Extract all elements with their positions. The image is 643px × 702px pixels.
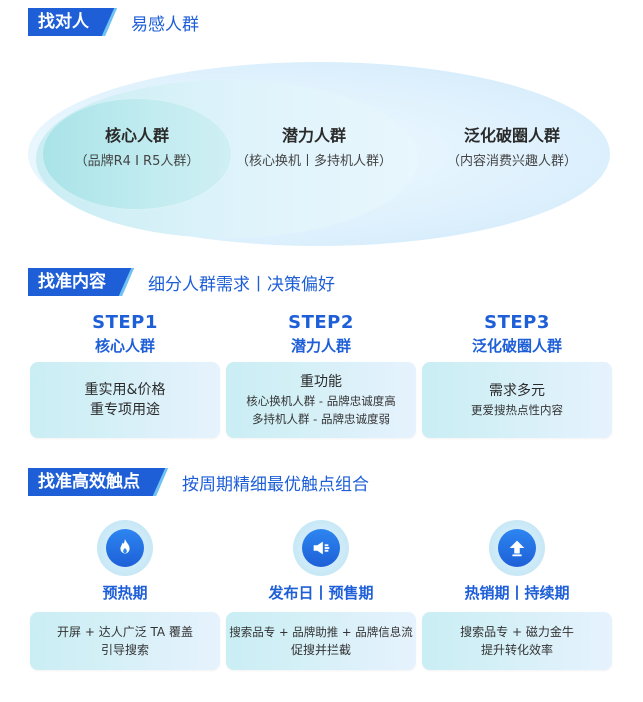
step3-line1: 需求多元 (489, 383, 545, 399)
step3-line2: 更爱搜热点性内容 (471, 403, 563, 417)
upload-arrow-icon-badge (489, 520, 545, 576)
core-audience-sub: （品牌R4 I R5人群） (74, 154, 200, 169)
step1-line1: 重实用&价格 (84, 382, 166, 398)
flame-icon-badge (97, 520, 153, 576)
ellipse-core-audience (42, 98, 232, 210)
step2-card: 重功能 核心换机人群 - 品牌忠诚度高 多持机人群 - 品牌忠诚度弱 (226, 362, 416, 438)
step1-line2: 重专项用途 (90, 402, 160, 418)
section-header-content: 找准内容 细分人群需求丨决策偏好 (28, 268, 335, 296)
phase2-card: 搜索品专 + 品牌助推 + 品牌信息流 促搜并拦截 (226, 612, 416, 670)
upload-arrow-icon (498, 529, 536, 567)
step1-card: 重实用&价格 重专项用途 (30, 362, 220, 438)
phase3-line2: 提升转化效率 (480, 643, 553, 657)
flame-icon (106, 529, 144, 567)
phase3-title: 热销期丨持续期 (464, 584, 570, 602)
section-header-find-people: 找对人 易感人群 (28, 8, 199, 36)
megaphone-icon (302, 529, 340, 567)
phase2-line2: 促搜并拦截 (290, 643, 351, 657)
step-number: STEP3 (484, 312, 550, 333)
core-audience-label: 核心人群 （品牌R4 I R5人群） (37, 122, 237, 169)
step-name: 泛化破圈人群 (471, 337, 562, 355)
step3-heading: STEP3 泛化破圈人群 (422, 312, 612, 356)
step2-heading: STEP2 潜力人群 (226, 312, 416, 356)
phase2-title: 发布日丨预售期 (268, 584, 374, 602)
step3-card: 需求多元 更爱搜热点性内容 (422, 362, 612, 438)
section-subtitle: 细分人群需求丨决策偏好 (148, 274, 335, 295)
section-tag: 找准高效触点 (28, 468, 168, 496)
broad-audience-sub: （内容消费兴趣人群） (446, 154, 577, 169)
step2-line3: 多持机人群 - 品牌忠诚度弱 (252, 412, 390, 426)
step2-line1: 重功能 (300, 374, 342, 390)
potential-audience-label: 潜力人群 （核心换机丨多持机人群） (214, 122, 414, 169)
broad-audience-title: 泛化破圈人群 (463, 126, 560, 145)
megaphone-icon-badge (293, 520, 349, 576)
section-subtitle: 易感人群 (131, 14, 199, 35)
section-tag: 找对人 (28, 8, 117, 36)
phase2-line1: 搜索品专 + 品牌助推 + 品牌信息流 (229, 625, 413, 639)
step2-line2: 核心换机人群 - 品牌忠诚度高 (246, 394, 396, 408)
potential-audience-title: 潜力人群 (281, 126, 346, 145)
step-number: STEP2 (288, 312, 354, 333)
step1-heading: STEP1 核心人群 (30, 312, 220, 356)
phase1-title: 预热期 (102, 584, 148, 602)
step-name: 潜力人群 (290, 337, 351, 355)
phase3-line1: 搜索品专 + 磁力金牛 (460, 625, 574, 639)
core-audience-title: 核心人群 (104, 126, 169, 145)
section-tag: 找准内容 (28, 268, 134, 296)
broad-audience-label: 泛化破圈人群 （内容消费兴趣人群） (412, 122, 612, 169)
phase3-card: 搜索品专 + 磁力金牛 提升转化效率 (422, 612, 612, 670)
step-name: 核心人群 (94, 337, 155, 355)
section-header-touchpoints: 找准高效触点 按周期精细最优触点组合 (28, 468, 369, 496)
section-subtitle: 按周期精细最优触点组合 (182, 474, 369, 495)
step-number: STEP1 (92, 312, 158, 333)
phase1-line2: 引导搜索 (100, 643, 149, 657)
potential-audience-sub: （核心换机丨多持机人群） (235, 154, 392, 169)
phase1-card: 开屏 + 达人广泛 TA 覆盖 引导搜索 (30, 612, 220, 670)
phase1-line1: 开屏 + 达人广泛 TA 覆盖 (57, 625, 193, 639)
